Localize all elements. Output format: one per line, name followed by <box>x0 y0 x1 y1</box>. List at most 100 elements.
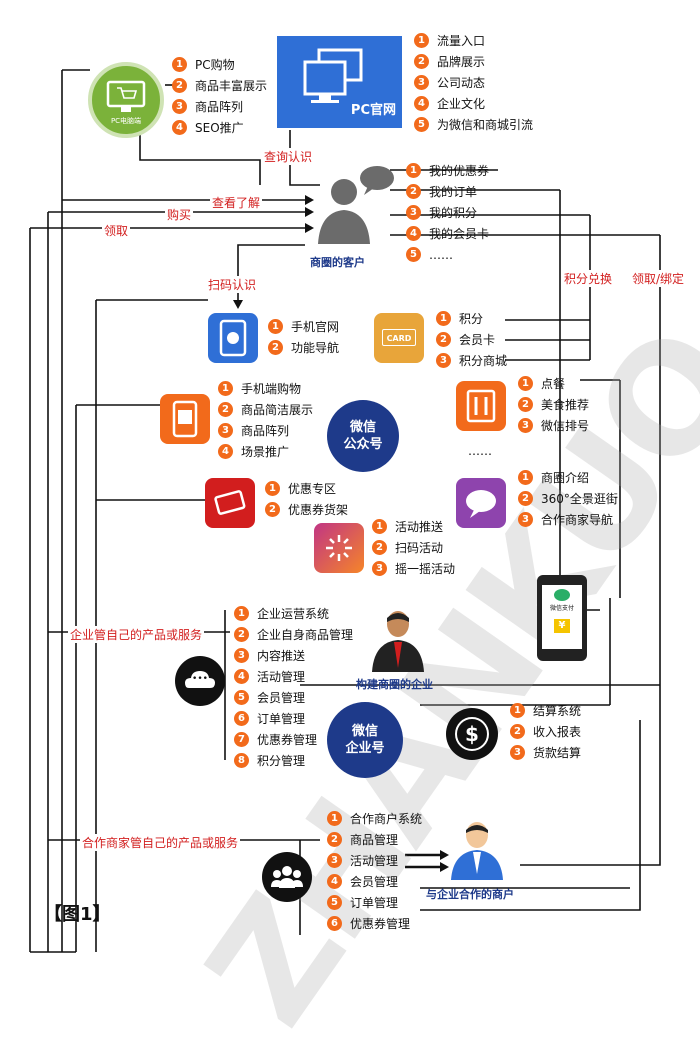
pc-shop-icon: PC电脑端 <box>88 62 164 138</box>
activity-tile <box>314 523 364 573</box>
wechat-pay-logo-icon <box>554 589 570 601</box>
card-tile: CARD <box>374 313 424 363</box>
coupon-tile <box>205 478 255 528</box>
enterprise-label: 构建商圈的企业 <box>356 678 433 691</box>
monitor-cart-icon <box>106 80 146 112</box>
edge-label-partner-manage: 合作商家管自己的产品或服务 <box>80 834 241 851</box>
edge-label-claim-bind: 领取/绑定 <box>630 270 687 287</box>
wechat-enterprise-line1: 微信 <box>351 724 378 739</box>
edge-label-query: 查询认识 <box>262 148 315 165</box>
list-item: 5…… <box>406 244 489 265</box>
cloud-dots: ••• <box>192 674 208 684</box>
monitor-icon <box>303 48 363 103</box>
ticket-icon <box>214 490 246 515</box>
partner-label: 与企业合作的商户 <box>426 888 514 901</box>
cloud-icon: ••• <box>175 656 225 706</box>
card-icon: CARD <box>382 329 416 346</box>
pc-site-label: PC官网 <box>350 103 396 118</box>
burst-icon <box>326 535 352 561</box>
customer-label: 商圈的客户 <box>310 256 365 269</box>
mobile-shop-tile <box>160 394 210 444</box>
dollar-icon: $ <box>446 708 498 760</box>
wechat-public-hub: 微信公众号 <box>327 400 399 472</box>
mobile-site-tile <box>208 313 258 363</box>
edge-label-browse: 查看了解 <box>210 194 263 211</box>
edge-label-claim: 领取 <box>102 222 131 239</box>
figure-label: 【图1】 <box>44 904 111 925</box>
tablet-icon <box>219 319 247 357</box>
edge-label-points-redeem: 积分兑换 <box>562 270 615 287</box>
district-tile <box>456 478 506 528</box>
edge-label-enterprise-manage: 企业管自己的产品或服务 <box>68 626 205 643</box>
food-tile <box>456 381 506 431</box>
fork-knife-icon <box>466 389 496 423</box>
cart-phone-icon <box>172 400 198 438</box>
more-dots: …… <box>468 444 492 458</box>
wechat-public-line1: 微信 <box>349 420 376 435</box>
customer-avatar-icon <box>310 162 400 252</box>
partner-merchant-icon <box>448 818 506 880</box>
edge-label-buy: 购买 <box>165 206 194 223</box>
wechat-enterprise-hub: 微信企业号 <box>327 702 403 778</box>
pc-shop-icon-label: PC电脑端 <box>110 117 142 125</box>
wechat-pay-label: 微信支付 <box>549 605 574 612</box>
enterprise-businessman-icon <box>368 608 428 672</box>
wechat-enterprise-line2: 企业号 <box>345 741 385 756</box>
pc-site-tile: PC官网 <box>277 36 402 128</box>
chat-bubble-icon <box>466 490 496 518</box>
